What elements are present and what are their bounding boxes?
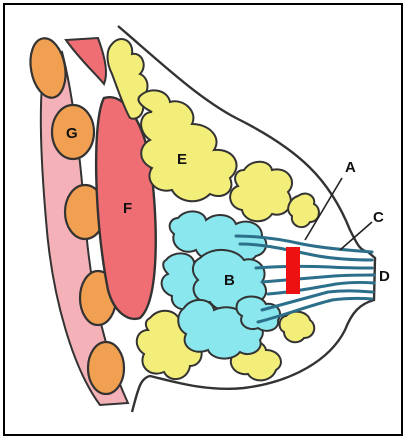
label-A: A	[345, 159, 356, 176]
fat-lobule-small	[288, 194, 319, 228]
duct	[262, 275, 374, 282]
fat-lobule-E	[139, 90, 237, 201]
label-B: B	[224, 272, 235, 289]
lobule-small	[237, 297, 281, 331]
label-D: D	[379, 268, 390, 285]
label-E: E	[177, 151, 187, 168]
fat-lobule	[230, 162, 292, 222]
label-C: C	[373, 209, 384, 226]
pointer-C	[340, 222, 372, 250]
fat-lobule	[280, 312, 315, 343]
red-marker-bar	[286, 247, 300, 294]
label-F: F	[123, 200, 132, 217]
pectoralis-upper	[66, 38, 106, 84]
duct	[256, 266, 372, 268]
label-G: G	[66, 125, 78, 142]
rib	[88, 342, 124, 394]
